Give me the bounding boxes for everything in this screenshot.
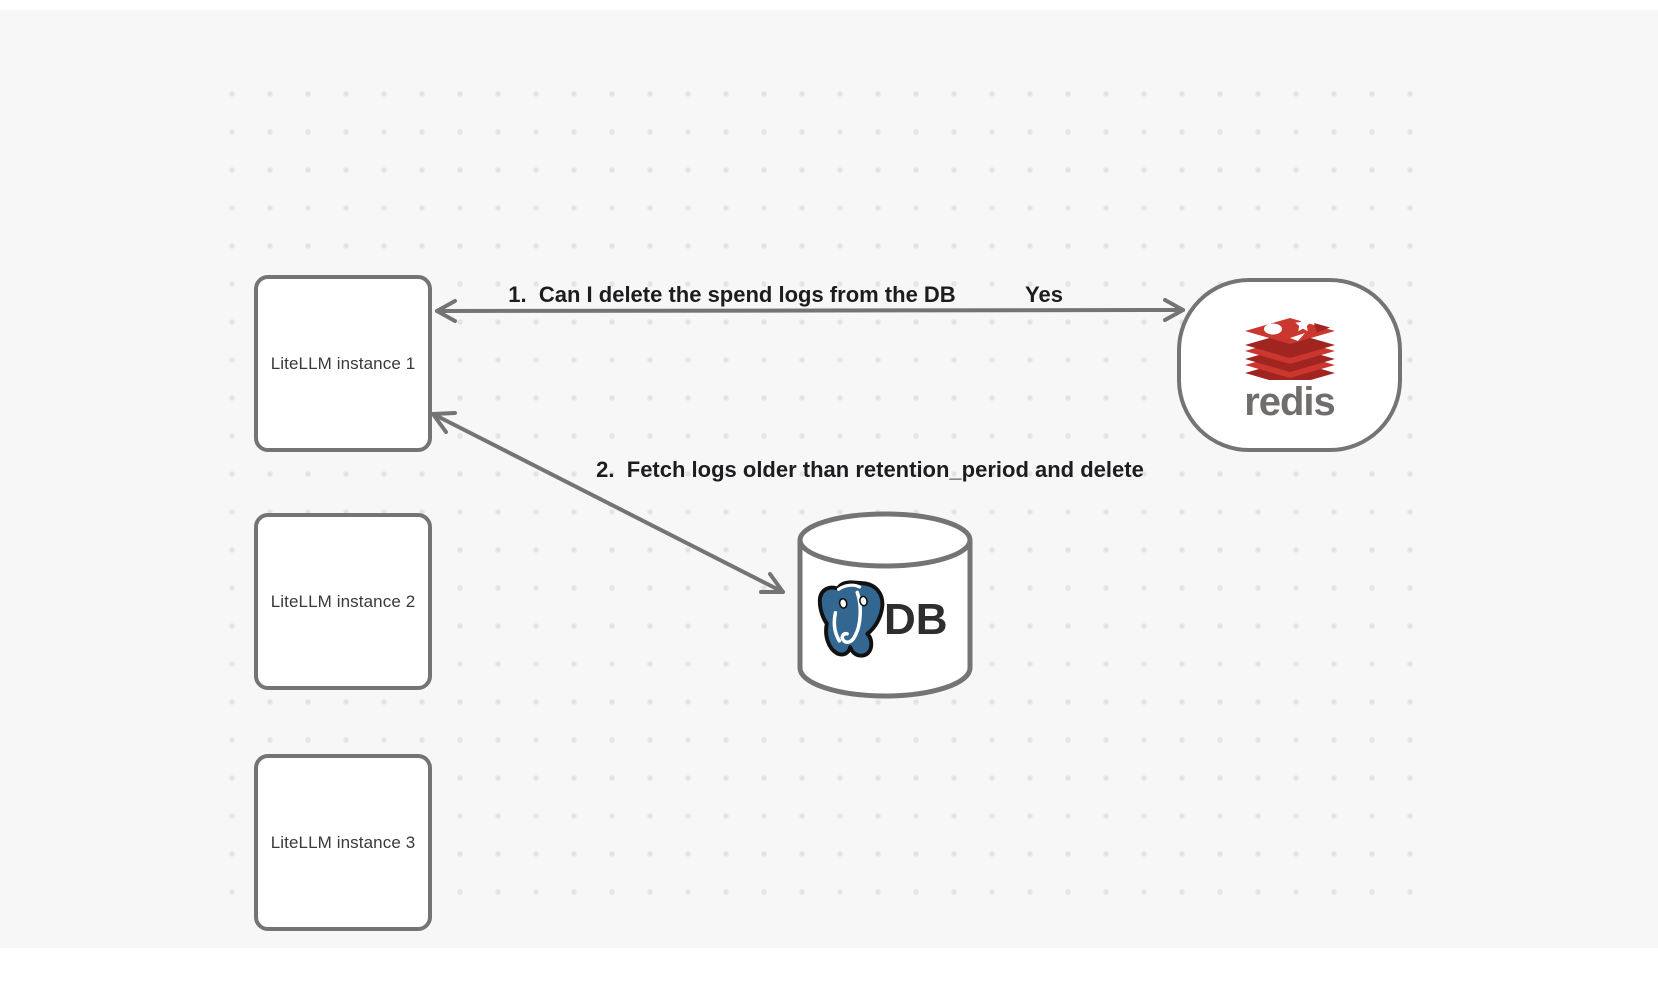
edge1-question-label: 1. Can I delete the spend logs from the … [508, 282, 956, 307]
redis-node: redis [1177, 278, 1402, 452]
node-label: LiteLLM instance 2 [270, 591, 416, 611]
litellm-instance-3-node: LiteLLM instance 3 [254, 754, 432, 931]
node-label: LiteLLM instance 1 [270, 353, 416, 373]
edge1-answer-label: Yes [1025, 282, 1063, 307]
redis-wordmark: redis [1244, 380, 1336, 424]
edge2-label: 2. Fetch logs older than retention_perio… [596, 457, 1144, 482]
redis-logo-icon [1244, 317, 1335, 380]
node-label: LiteLLM instance 3 [270, 832, 416, 852]
litellm-instance-2-node: LiteLLM instance 2 [254, 513, 432, 690]
db-label: DB [884, 595, 948, 644]
postgresql-elephant-icon [817, 580, 885, 658]
litellm-instance-1-node: LiteLLM instance 1 [254, 275, 432, 452]
database-cylinder [797, 511, 973, 699]
